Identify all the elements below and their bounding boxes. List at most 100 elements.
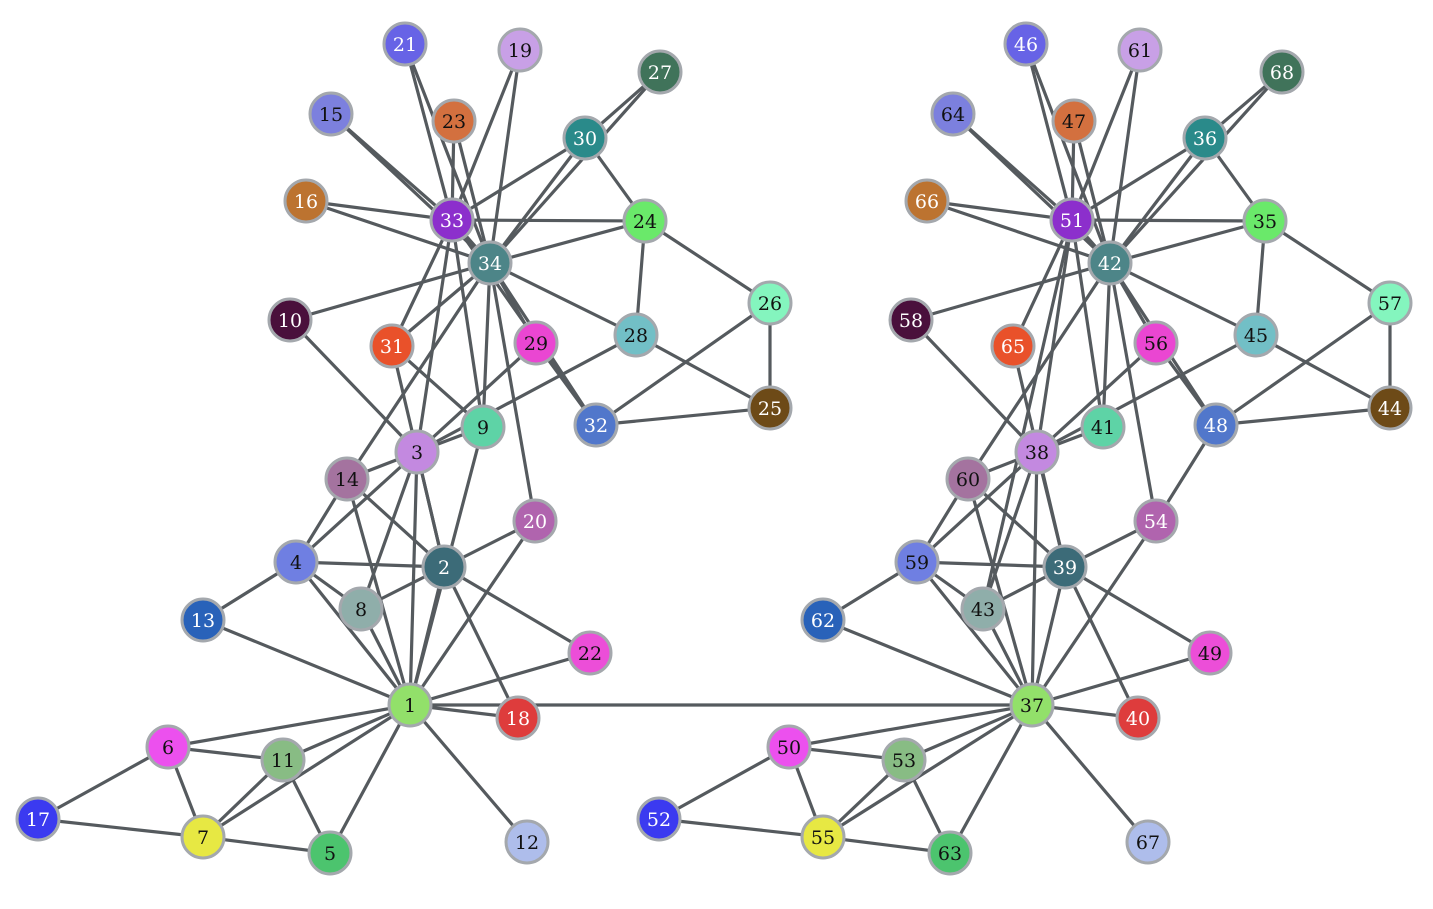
node-16: 16 [283, 178, 329, 224]
node-43: 43 [960, 586, 1006, 632]
node-circle [460, 404, 506, 450]
node-53: 53 [881, 737, 927, 783]
edge-51-64 [951, 112, 1074, 222]
node-circle [504, 819, 550, 865]
node-34: 34 [467, 240, 513, 286]
edge-layer [36, 42, 1392, 855]
edge-42-54 [1108, 261, 1158, 523]
node-circle [894, 539, 940, 585]
edge-1-6 [166, 703, 412, 749]
edge-20-34 [488, 261, 537, 523]
node-19: 19 [497, 27, 543, 73]
node-circle [990, 323, 1036, 369]
edge-26-32 [594, 301, 772, 427]
node-circle [512, 498, 558, 544]
node-14: 14 [324, 456, 370, 502]
node-12: 12 [504, 819, 550, 865]
node-20: 20 [512, 498, 558, 544]
node-circle [308, 91, 354, 137]
node-59: 59 [894, 539, 940, 585]
node-circle [513, 320, 559, 366]
node-46: 46 [1003, 21, 1049, 67]
edge-37-63 [948, 703, 1034, 855]
edge-35-57 [1263, 219, 1392, 305]
edge-2-22 [442, 565, 592, 655]
edge-30-34 [488, 136, 587, 265]
edge-50-52 [657, 745, 791, 821]
edge-37-62 [821, 618, 1034, 707]
edge-27-34 [488, 70, 662, 265]
node-27: 27 [637, 49, 683, 95]
node-8: 8 [338, 586, 384, 632]
node-47: 47 [1051, 98, 1097, 144]
node-54: 54 [1133, 498, 1179, 544]
edge-37-59 [915, 560, 1034, 707]
edge-39-59 [915, 560, 1067, 569]
edge-51-61 [1070, 48, 1142, 222]
node-66: 66 [904, 178, 950, 224]
edge-31-33 [390, 218, 454, 348]
edge-1-14 [345, 477, 412, 707]
edge-51-43 [981, 218, 1074, 611]
node-circle [927, 830, 973, 876]
edge-1-3 [408, 450, 419, 707]
node-42: 42 [1087, 240, 1133, 286]
node-circle [1367, 280, 1413, 326]
edge-48-57 [1214, 301, 1392, 427]
node-4: 4 [273, 539, 319, 585]
node-62: 62 [800, 597, 846, 643]
node-67: 67 [1125, 819, 1171, 865]
edge-37-54 [1030, 519, 1158, 707]
edge-51-46 [1024, 42, 1074, 222]
edge-24-34 [488, 219, 647, 265]
node-circle [1259, 49, 1305, 95]
node-circle [15, 796, 61, 842]
edge-44-48 [1214, 406, 1392, 427]
edge-38-58 [909, 318, 1039, 454]
edge-25-32 [594, 406, 772, 427]
node-55: 55 [800, 814, 846, 860]
node-circle [573, 402, 619, 448]
node-circle [273, 539, 319, 585]
node-36: 36 [1182, 115, 1228, 161]
node-circle [567, 630, 613, 676]
node-40: 40 [1115, 695, 1161, 741]
node-circle [1080, 404, 1126, 450]
node-60: 60 [945, 456, 991, 502]
node-44: 44 [1367, 385, 1413, 431]
edge-37-53 [902, 703, 1034, 762]
node-circle [800, 814, 846, 860]
edge-39-49 [1063, 565, 1212, 655]
node-circle [338, 586, 384, 632]
node-circle [1049, 197, 1095, 243]
node-circle [180, 814, 226, 860]
edge-52-55 [657, 817, 825, 839]
node-52: 52 [636, 796, 682, 842]
node-57: 57 [1367, 280, 1413, 326]
node-31: 31 [369, 323, 415, 369]
node-63: 63 [927, 830, 973, 876]
edge-10-34 [288, 261, 492, 322]
node-28: 28 [613, 312, 659, 358]
node-circle [260, 737, 306, 783]
edge-16-34 [304, 199, 492, 265]
node-circle [1182, 115, 1228, 161]
edge-14-34 [345, 261, 492, 481]
edge-42-61 [1108, 48, 1142, 265]
edge-21-34 [403, 42, 492, 265]
node-6: 6 [145, 724, 191, 770]
node-39: 39 [1042, 544, 1088, 590]
node-circle [1187, 630, 1233, 676]
node-15: 15 [308, 91, 354, 137]
node-circle [613, 312, 659, 358]
node-circle [421, 544, 467, 590]
node-circle [1133, 320, 1179, 366]
node-18: 18 [495, 695, 541, 741]
edge-37-39 [1030, 565, 1067, 707]
node-48: 48 [1193, 402, 1239, 448]
edge-3-29 [415, 341, 538, 454]
node-51: 51 [1049, 197, 1095, 243]
node-circle [387, 682, 433, 728]
node-circle [747, 385, 793, 431]
